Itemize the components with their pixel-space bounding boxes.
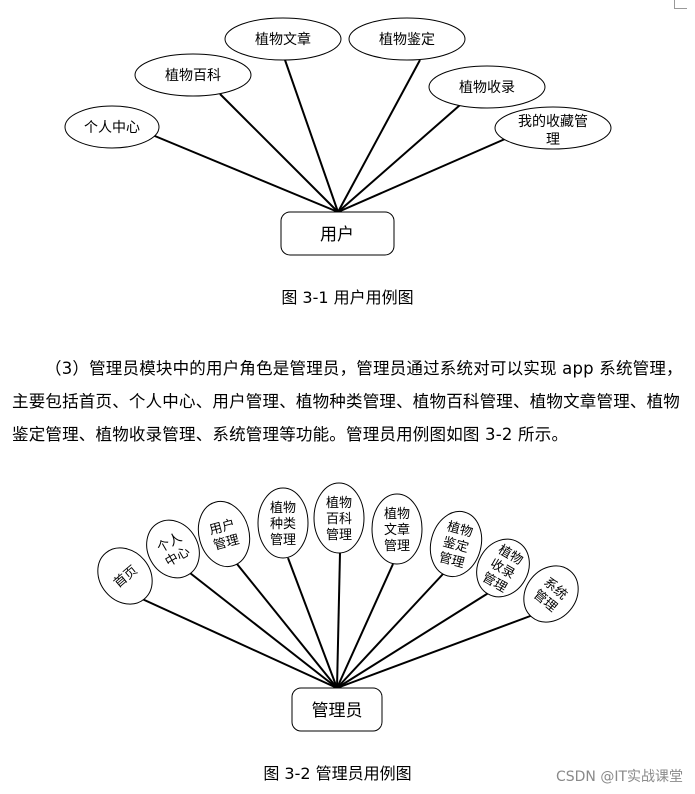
use-case-oval: 植物种类管理 (257, 487, 309, 559)
figure-3-2-caption: 图 3-2 管理员用例图 (263, 764, 412, 783)
connector-line (336, 614, 534, 689)
use-case-label: 植物百科 (165, 68, 221, 84)
use-case-oval: 植物鉴定管理 (429, 510, 483, 578)
use-case-label: 植物 (270, 501, 296, 516)
connector-line (139, 597, 338, 689)
use-case-oval: 个人中心 (64, 105, 160, 149)
use-case-label: 植物收录 (459, 80, 515, 96)
use-case-oval: 植物收录管理 (476, 538, 530, 598)
use-case-label: 理 (546, 132, 560, 148)
use-case-oval: 植物百科管理 (313, 482, 365, 554)
use-case-label: 植物鉴定 (379, 32, 435, 48)
use-case-oval: 植物百科 (134, 53, 252, 97)
actor-box: 用户 (280, 211, 395, 256)
use-case-label: 植物 (326, 496, 352, 511)
use-case-oval: 用户管理 (197, 500, 251, 568)
use-case-oval: 植物文章 (224, 17, 342, 61)
use-case-label: 我的收藏管 (518, 114, 588, 130)
use-case-label: 管理 (384, 539, 410, 554)
connector-line (336, 552, 341, 689)
admin-use-case-diagram: 首页个人中心用户管理植物种类管理植物百科管理植物文章管理植物鉴定管理植物收录管理… (97, 482, 579, 732)
admin-module-paragraph: （3）管理员模块中的用户角色是管理员，管理员通过系统对可以实现 app 系统管理… (12, 359, 683, 444)
connector-line (284, 59, 339, 213)
use-case-label: 鉴定 (441, 535, 470, 556)
use-case-label: 用户 (208, 516, 237, 538)
actor-label: 管理员 (312, 701, 363, 721)
use-case-label: 管理 (270, 533, 296, 548)
use-case-oval: 植物鉴定 (348, 17, 466, 61)
use-case-oval: 系统管理 (523, 565, 579, 623)
connector-line (336, 573, 444, 689)
use-case-oval: 植物收录 (428, 65, 546, 109)
connector-lines (149, 59, 506, 213)
use-case-oval: 首页 (97, 547, 153, 605)
connector-line (337, 138, 506, 213)
use-case-label: 文章 (384, 522, 410, 538)
connector-lines (139, 552, 534, 689)
use-case-oval: 个人中心 (146, 519, 200, 579)
figure-3-1-caption: 图 3-1 用户用例图 (281, 288, 414, 307)
use-case-label: 个人中心 (84, 120, 140, 136)
actor-label: 用户 (320, 225, 354, 245)
connector-line (337, 59, 421, 213)
use-case-label: 管理 (326, 528, 352, 543)
connector-line (336, 591, 491, 689)
connector-line (287, 557, 338, 689)
connector-line (336, 563, 394, 689)
csdn-watermark: CSDN @IT实战课堂 (555, 769, 683, 785)
actor-box: 管理员 (291, 687, 383, 732)
use-case-label: 植物文章 (255, 31, 311, 48)
use-case-label: 管理 (437, 550, 466, 571)
use-case-label: 百科 (326, 512, 352, 527)
connector-line (219, 93, 339, 213)
connector-line (149, 133, 339, 213)
use-case-label: 管理 (212, 533, 241, 554)
connector-line (236, 563, 338, 689)
connector-line (189, 572, 338, 689)
page-corner-mark (674, 0, 687, 9)
use-case-label: 植物 (445, 519, 474, 540)
use-case-label: 植物 (384, 507, 410, 522)
connector-line (337, 104, 461, 213)
use-case-label: 种类 (270, 517, 296, 532)
use-case-oval: 植物文章管理 (371, 493, 423, 565)
